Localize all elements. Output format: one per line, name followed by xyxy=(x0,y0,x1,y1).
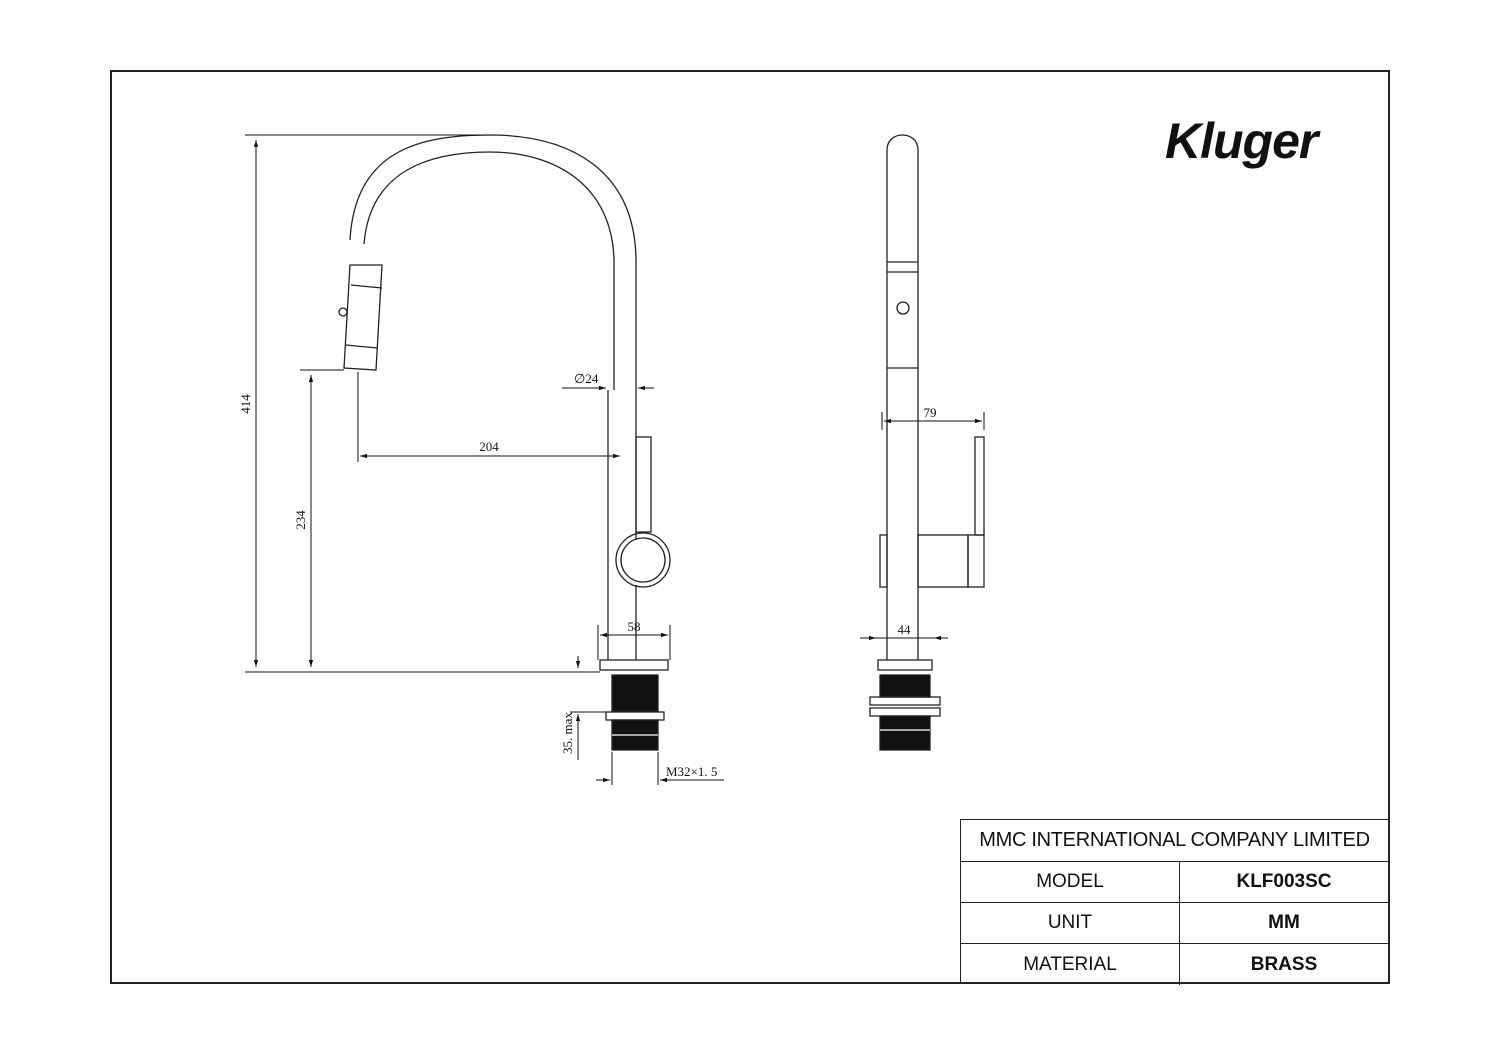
kluger-logo: Kluger xyxy=(1165,113,1318,169)
dim-height-total: 414 xyxy=(238,394,253,414)
model-label: MODEL xyxy=(961,862,1180,902)
side-view-faucet xyxy=(869,134,985,751)
dim-spout-height: 234 xyxy=(293,510,308,530)
dim-spout-reach: 204 xyxy=(479,439,499,454)
title-block: MMC INTERNATIONAL COMPANY LIMITED MODEL … xyxy=(960,819,1388,985)
dim-base-width-front: 58 xyxy=(628,619,641,634)
dim-base-width-side: 44 xyxy=(898,622,912,637)
title-row-unit: UNIT MM xyxy=(961,903,1388,944)
title-row-material: MATERIAL BRASS xyxy=(961,944,1388,985)
company-name: MMC INTERNATIONAL COMPANY LIMITED xyxy=(961,820,1388,862)
unit-value: MM xyxy=(1268,912,1300,933)
unit-label: UNIT xyxy=(961,903,1180,943)
dim-side-depth: 79 xyxy=(924,405,937,420)
dim-max-thickness: 35. max xyxy=(560,712,575,754)
side-view-dimensions xyxy=(860,412,985,641)
dim-thread: M32×1. 5 xyxy=(666,764,717,779)
material-label: MATERIAL xyxy=(961,944,1180,985)
title-row-model: MODEL KLF003SC xyxy=(961,862,1388,903)
drawing-border xyxy=(110,70,1390,984)
front-view-dimensions xyxy=(245,134,724,785)
material-value: BRASS xyxy=(1250,953,1318,975)
dim-tube-diameter: ∅24 xyxy=(574,371,599,386)
model-value: KLF003SC xyxy=(1236,871,1332,892)
front-view-faucet xyxy=(338,134,671,751)
